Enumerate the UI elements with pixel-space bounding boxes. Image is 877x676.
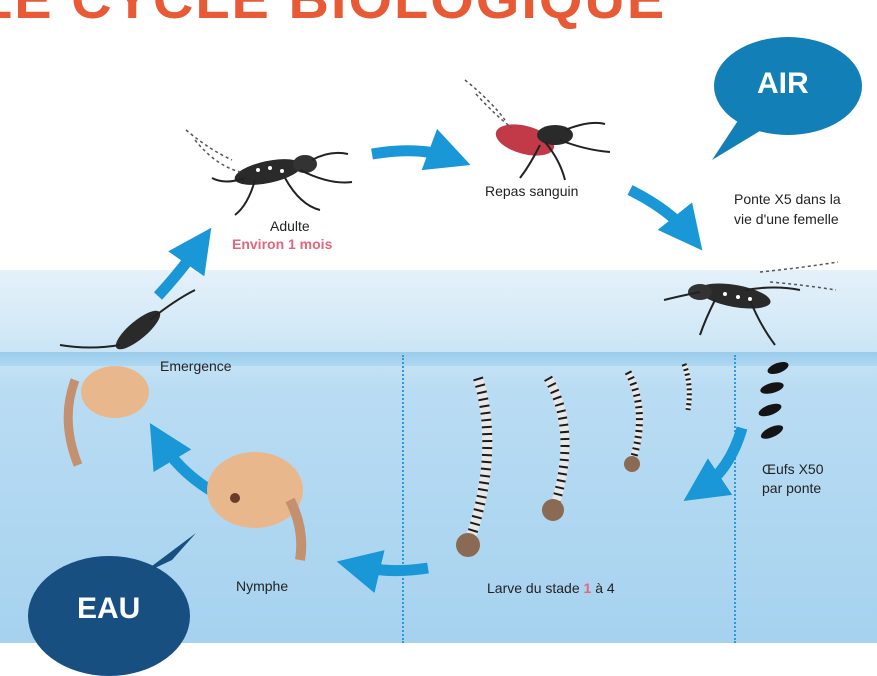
larva-label-suffix: à 4 (591, 580, 614, 596)
pupa-label: Nymphe (236, 578, 288, 594)
arrow-larva-to-pupa (356, 566, 428, 571)
arrow-laying-to-eggs (700, 428, 742, 490)
emergence-illustration (60, 290, 195, 465)
eggs-label-line2: par ponte (762, 480, 821, 496)
laying-label-line2: vie d'une femelle (734, 211, 839, 227)
laying-mosquito-illustration (664, 262, 838, 345)
arrow-adult-to-bloodmeal (372, 151, 452, 158)
bloodmeal-mosquito-illustration (465, 80, 610, 180)
eggs-label-line1: Œufs X50 (762, 461, 823, 477)
larva-label-prefix: Larve du stade (487, 580, 584, 596)
cycle-illustration (0, 0, 877, 643)
bloodmeal-label: Repas sanguin (485, 183, 578, 199)
adult-label: Adulte (270, 218, 310, 234)
larva-label: Larve du stade 1 à 4 (487, 580, 615, 596)
pupa-illustration (207, 452, 303, 560)
arrow-pupa-to-emergence (160, 440, 210, 490)
adult-duration: Environ 1 mois (232, 236, 332, 252)
eggs-illustration (757, 360, 790, 442)
emergence-label: Emergence (160, 358, 232, 374)
arrow-bloodmeal-to-laying (630, 190, 690, 235)
laying-label-line1: Ponte X5 dans la (734, 191, 841, 207)
adult-mosquito-illustration (186, 130, 352, 215)
arrow-emergence-to-adult (158, 244, 200, 296)
larvae-illustration (456, 364, 689, 557)
